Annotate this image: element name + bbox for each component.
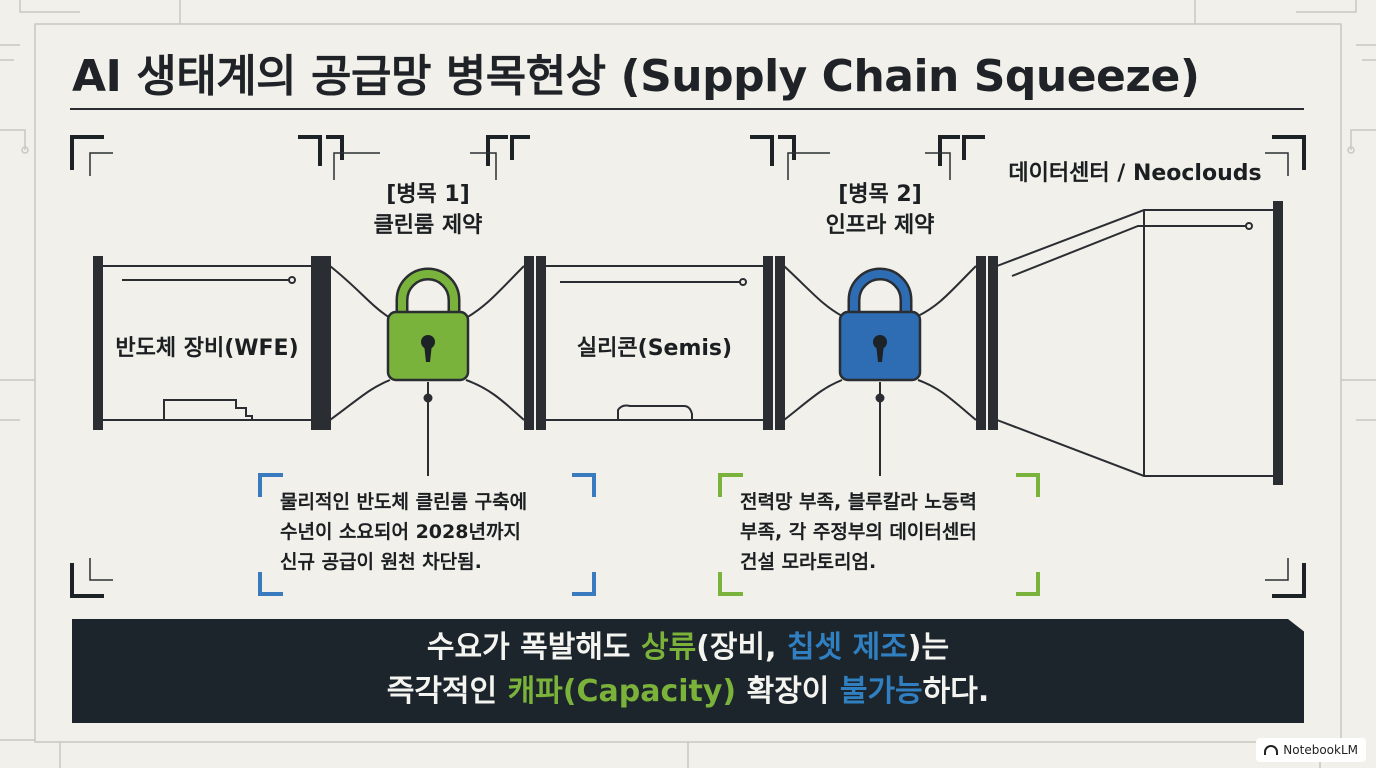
note-bracket-2: [718, 473, 1040, 596]
stage-label-datacenter: 데이터센터 / Neoclouds: [1008, 161, 1262, 186]
bottleneck-2-tag: [병목 2]: [838, 182, 922, 207]
funnel-1: [329, 265, 525, 476]
thin-brackets: [89, 152, 1289, 581]
banner-text: 확장이: [736, 674, 840, 709]
notebooklm-logo-icon: [1264, 745, 1279, 755]
banner-text: 즉각적인: [386, 674, 508, 709]
page-title: AI 생태계의 공급망 병목현상 (Supply Chain Squeeze): [72, 51, 1200, 102]
note-line: 전력망 부족, 블루칼라 노동력: [740, 491, 977, 513]
note-line: 수년이 소요되어 2028년까지: [280, 521, 521, 543]
bottleneck-2-label: [병목 2] 인프라 제약: [790, 179, 970, 241]
note-line: 부족, 각 주정부의 데이터센터: [740, 521, 977, 543]
banner-line-2: 즉각적인 캐파(Capacity) 확장이 불가능하다.: [72, 670, 1304, 714]
datacenter-box: [976, 201, 1283, 485]
bottleneck-1-label: [병목 1] 클린룸 제약: [338, 179, 518, 241]
notebooklm-watermark[interactable]: NotebookLM: [1256, 738, 1366, 762]
note-bracket-1: [258, 473, 596, 596]
stage-label-semis: 실리콘(Semis): [576, 336, 733, 361]
bottleneck-1-note: 물리적인 반도체 클린룸 구축에 수년이 소요되어 2028년까지 신규 공급이…: [280, 487, 527, 577]
wfe-box: [93, 256, 331, 430]
highlight-upstream: 상류: [640, 630, 697, 665]
highlight-impossible: 불가능: [839, 674, 923, 709]
highlight-chip-manufacturing: 칩셋 제조: [786, 630, 908, 665]
banner-text: )는: [907, 630, 950, 665]
bottleneck-2-note: 전력망 부족, 블루칼라 노동력 부족, 각 주정부의 데이터센터 건설 모라토…: [740, 487, 977, 577]
note-line: 물리적인 반도체 클린룸 구축에: [280, 491, 528, 513]
note-line: 건설 모라토리엄.: [740, 551, 877, 573]
banner-line-1: 수요가 폭발해도 상류(장비, 칩셋 제조)는: [72, 626, 1304, 670]
watermark-label: NotebookLM: [1283, 743, 1358, 757]
summary-banner-text: 수요가 폭발해도 상류(장비, 칩셋 제조)는 즉각적인 캐파(Capacity…: [72, 626, 1304, 714]
summary-banner: [72, 619, 1304, 723]
semis-box: [524, 256, 785, 430]
title-divider: [70, 108, 1304, 110]
bottleneck-1-name: 클린룸 제약: [373, 213, 483, 238]
lock-icon: [838, 267, 922, 382]
banner-text: (장비,: [696, 630, 787, 665]
stage-label-wfe: 반도체 장비(WFE): [115, 336, 299, 361]
banner-text: 수요가 폭발해도: [426, 630, 641, 665]
lock-icon: [386, 267, 470, 382]
banner-text: 하다.: [922, 674, 990, 709]
bottleneck-1-tag: [병목 1]: [386, 182, 470, 207]
corner-brackets: [70, 135, 1306, 598]
funnel-2: [783, 265, 977, 476]
note-line: 신규 공급이 원천 차단됨.: [280, 551, 482, 573]
highlight-capacity: 캐파(Capacity): [507, 674, 737, 709]
bottleneck-2-name: 인프라 제약: [825, 213, 935, 238]
